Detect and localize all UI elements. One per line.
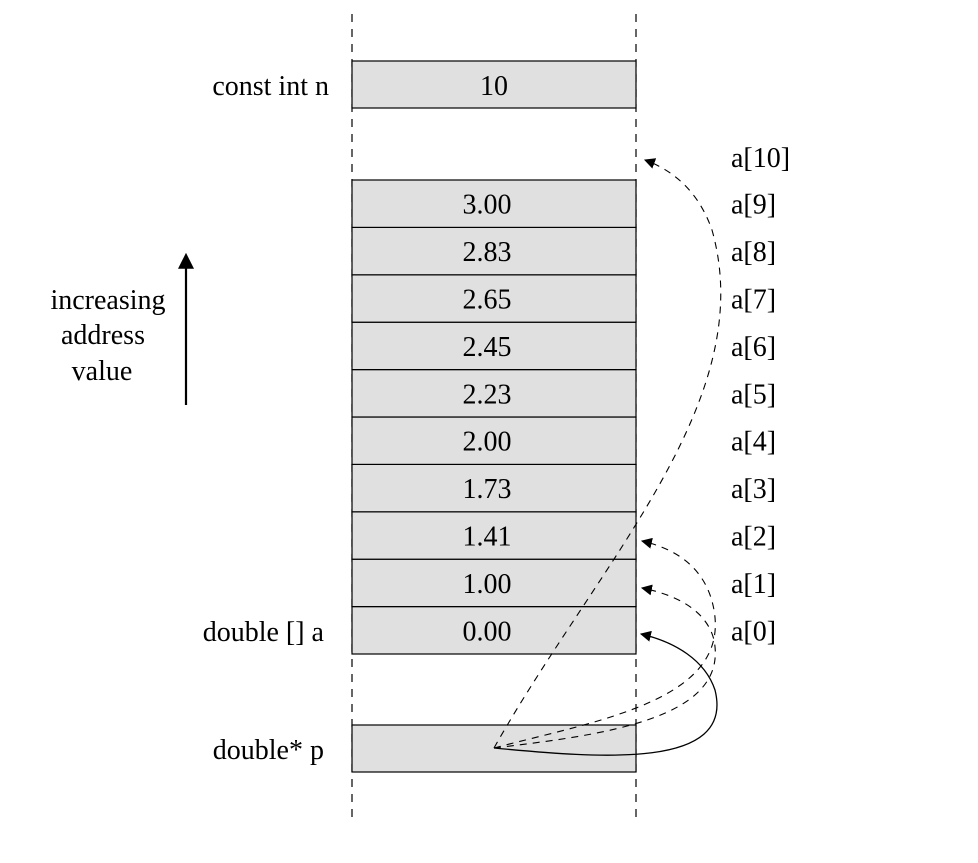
array-index-label: a[4] — [731, 427, 776, 458]
array-cell-value: 3.00 — [463, 190, 512, 221]
array-index-label: a[5] — [731, 379, 776, 410]
pointer-arrow-to-a0 — [493, 630, 718, 756]
array-index-label: a[9] — [731, 190, 776, 221]
pointer-arrow-to-a1 — [493, 584, 716, 749]
array-cell-value: 2.00 — [463, 427, 512, 458]
array-index-label: a[1] — [731, 569, 776, 600]
n-cell — [351, 60, 637, 109]
array-cell: 2.45 a[6] — [351, 321, 776, 371]
variable-n: 10 const int n — [212, 60, 637, 109]
array-cell-value: 2.83 — [463, 237, 512, 268]
array-cell: 1.41 a[2] — [351, 511, 776, 560]
array-cell-value: 2.65 — [463, 285, 512, 316]
array-cell-box — [351, 511, 637, 560]
array-cell-box — [351, 463, 637, 513]
array-index-label: a[7] — [731, 285, 776, 316]
array-cell-value: 1.41 — [463, 522, 512, 553]
address-note-line-1: increasing — [50, 285, 165, 316]
array-cell: 0.00 a[0] — [351, 605, 776, 655]
array-cell: 2.65 a[7] — [351, 274, 776, 323]
array-cell: 2.00 a[4] — [351, 416, 776, 466]
address-note-line-3: value — [72, 356, 133, 387]
a-past-end-label: a[10] — [731, 143, 790, 174]
array-cell: 2.83 a[8] — [351, 226, 776, 276]
address-note-line-2: address — [61, 320, 145, 351]
array-cell: 1.73 a[3] — [351, 463, 776, 513]
array-index-label: a[2] — [731, 522, 776, 553]
array-cell-box — [351, 321, 637, 371]
p-label: double* p — [213, 735, 324, 766]
array-cell-box — [351, 274, 637, 323]
array-cell: 3.00 a[9] — [351, 179, 776, 229]
array-cell-value: 0.00 — [463, 616, 512, 647]
array-cell-value: 1.73 — [463, 474, 512, 505]
array-cell-box — [351, 416, 637, 466]
array-cell-value: 1.00 — [463, 569, 512, 600]
array-cell: 1.00 a[1] — [351, 558, 776, 608]
array-index-label: a[0] — [731, 616, 776, 647]
array-cell: 2.23 a[5] — [351, 369, 776, 418]
array-index-label: a[3] — [731, 474, 776, 505]
pointer-arrows — [493, 158, 722, 756]
n-label: const int n — [212, 71, 329, 102]
array-cell-box — [351, 605, 637, 655]
n-value: 10 — [480, 71, 508, 102]
a-label: double [] a — [203, 617, 325, 648]
array-index-label: a[6] — [731, 332, 776, 363]
array-a: 0.00 a[0] 1.00 a[1] 1.41 a[2] 1.73 a[3] 2.00 a[4]… — [351, 179, 776, 655]
array-cell-value: 2.45 — [463, 332, 512, 363]
array-cell-value: 2.23 — [463, 379, 512, 410]
array-cell-box — [351, 179, 637, 229]
array-index-label: a[8] — [731, 237, 776, 268]
variable-p: double* p — [213, 724, 637, 773]
pointer-arrow-to-a2 — [493, 537, 716, 749]
array-cell-box — [351, 226, 637, 276]
pointer-arrow-to-a10 — [493, 158, 722, 749]
address-direction-note: increasing address value — [50, 252, 194, 405]
array-cell-box — [351, 369, 637, 418]
